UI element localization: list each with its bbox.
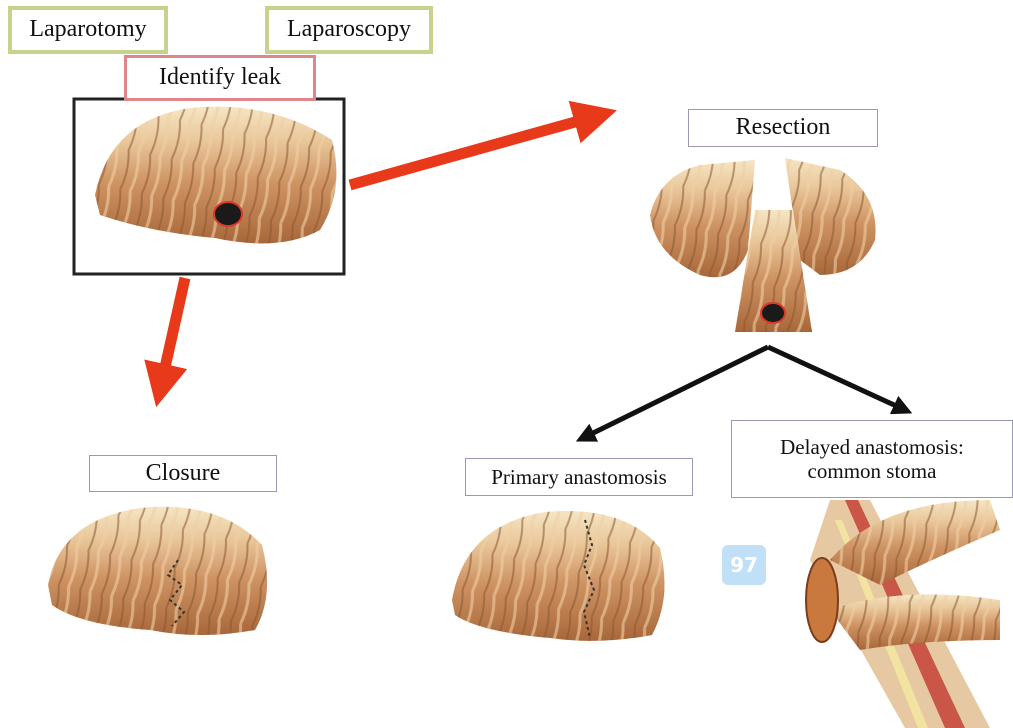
bowel-illustration-resection [650,158,876,332]
laparoscopy-label: Laparoscopy [265,6,433,54]
laparotomy-label: Laparotomy [8,6,168,54]
bowel-illustration-primary-anastomosis [452,511,665,641]
identify-leak-label: Identify leak [124,55,316,101]
watermark-badge: 97 [722,545,766,585]
delayed-anastomosis-line1: Delayed anastomosis: [780,435,964,459]
closure-label: Closure [89,455,277,492]
arrow-to-resection [350,115,600,185]
leak-spot-icon [761,303,785,323]
primary-anastomosis-label: Primary anastomosis [465,458,693,496]
arrow-to-closure [160,278,185,390]
bowel-illustration-closure [48,507,267,635]
delayed-anastomosis-label: Delayed anastomosis: common stoma [731,420,1013,498]
delayed-anastomosis-line2: common stoma [808,459,937,483]
resection-label: Resection [688,109,878,147]
stoma-illustration [806,500,1000,728]
leak-spot-icon [214,202,242,226]
arrow-to-delayed-anastomosis [768,347,905,410]
